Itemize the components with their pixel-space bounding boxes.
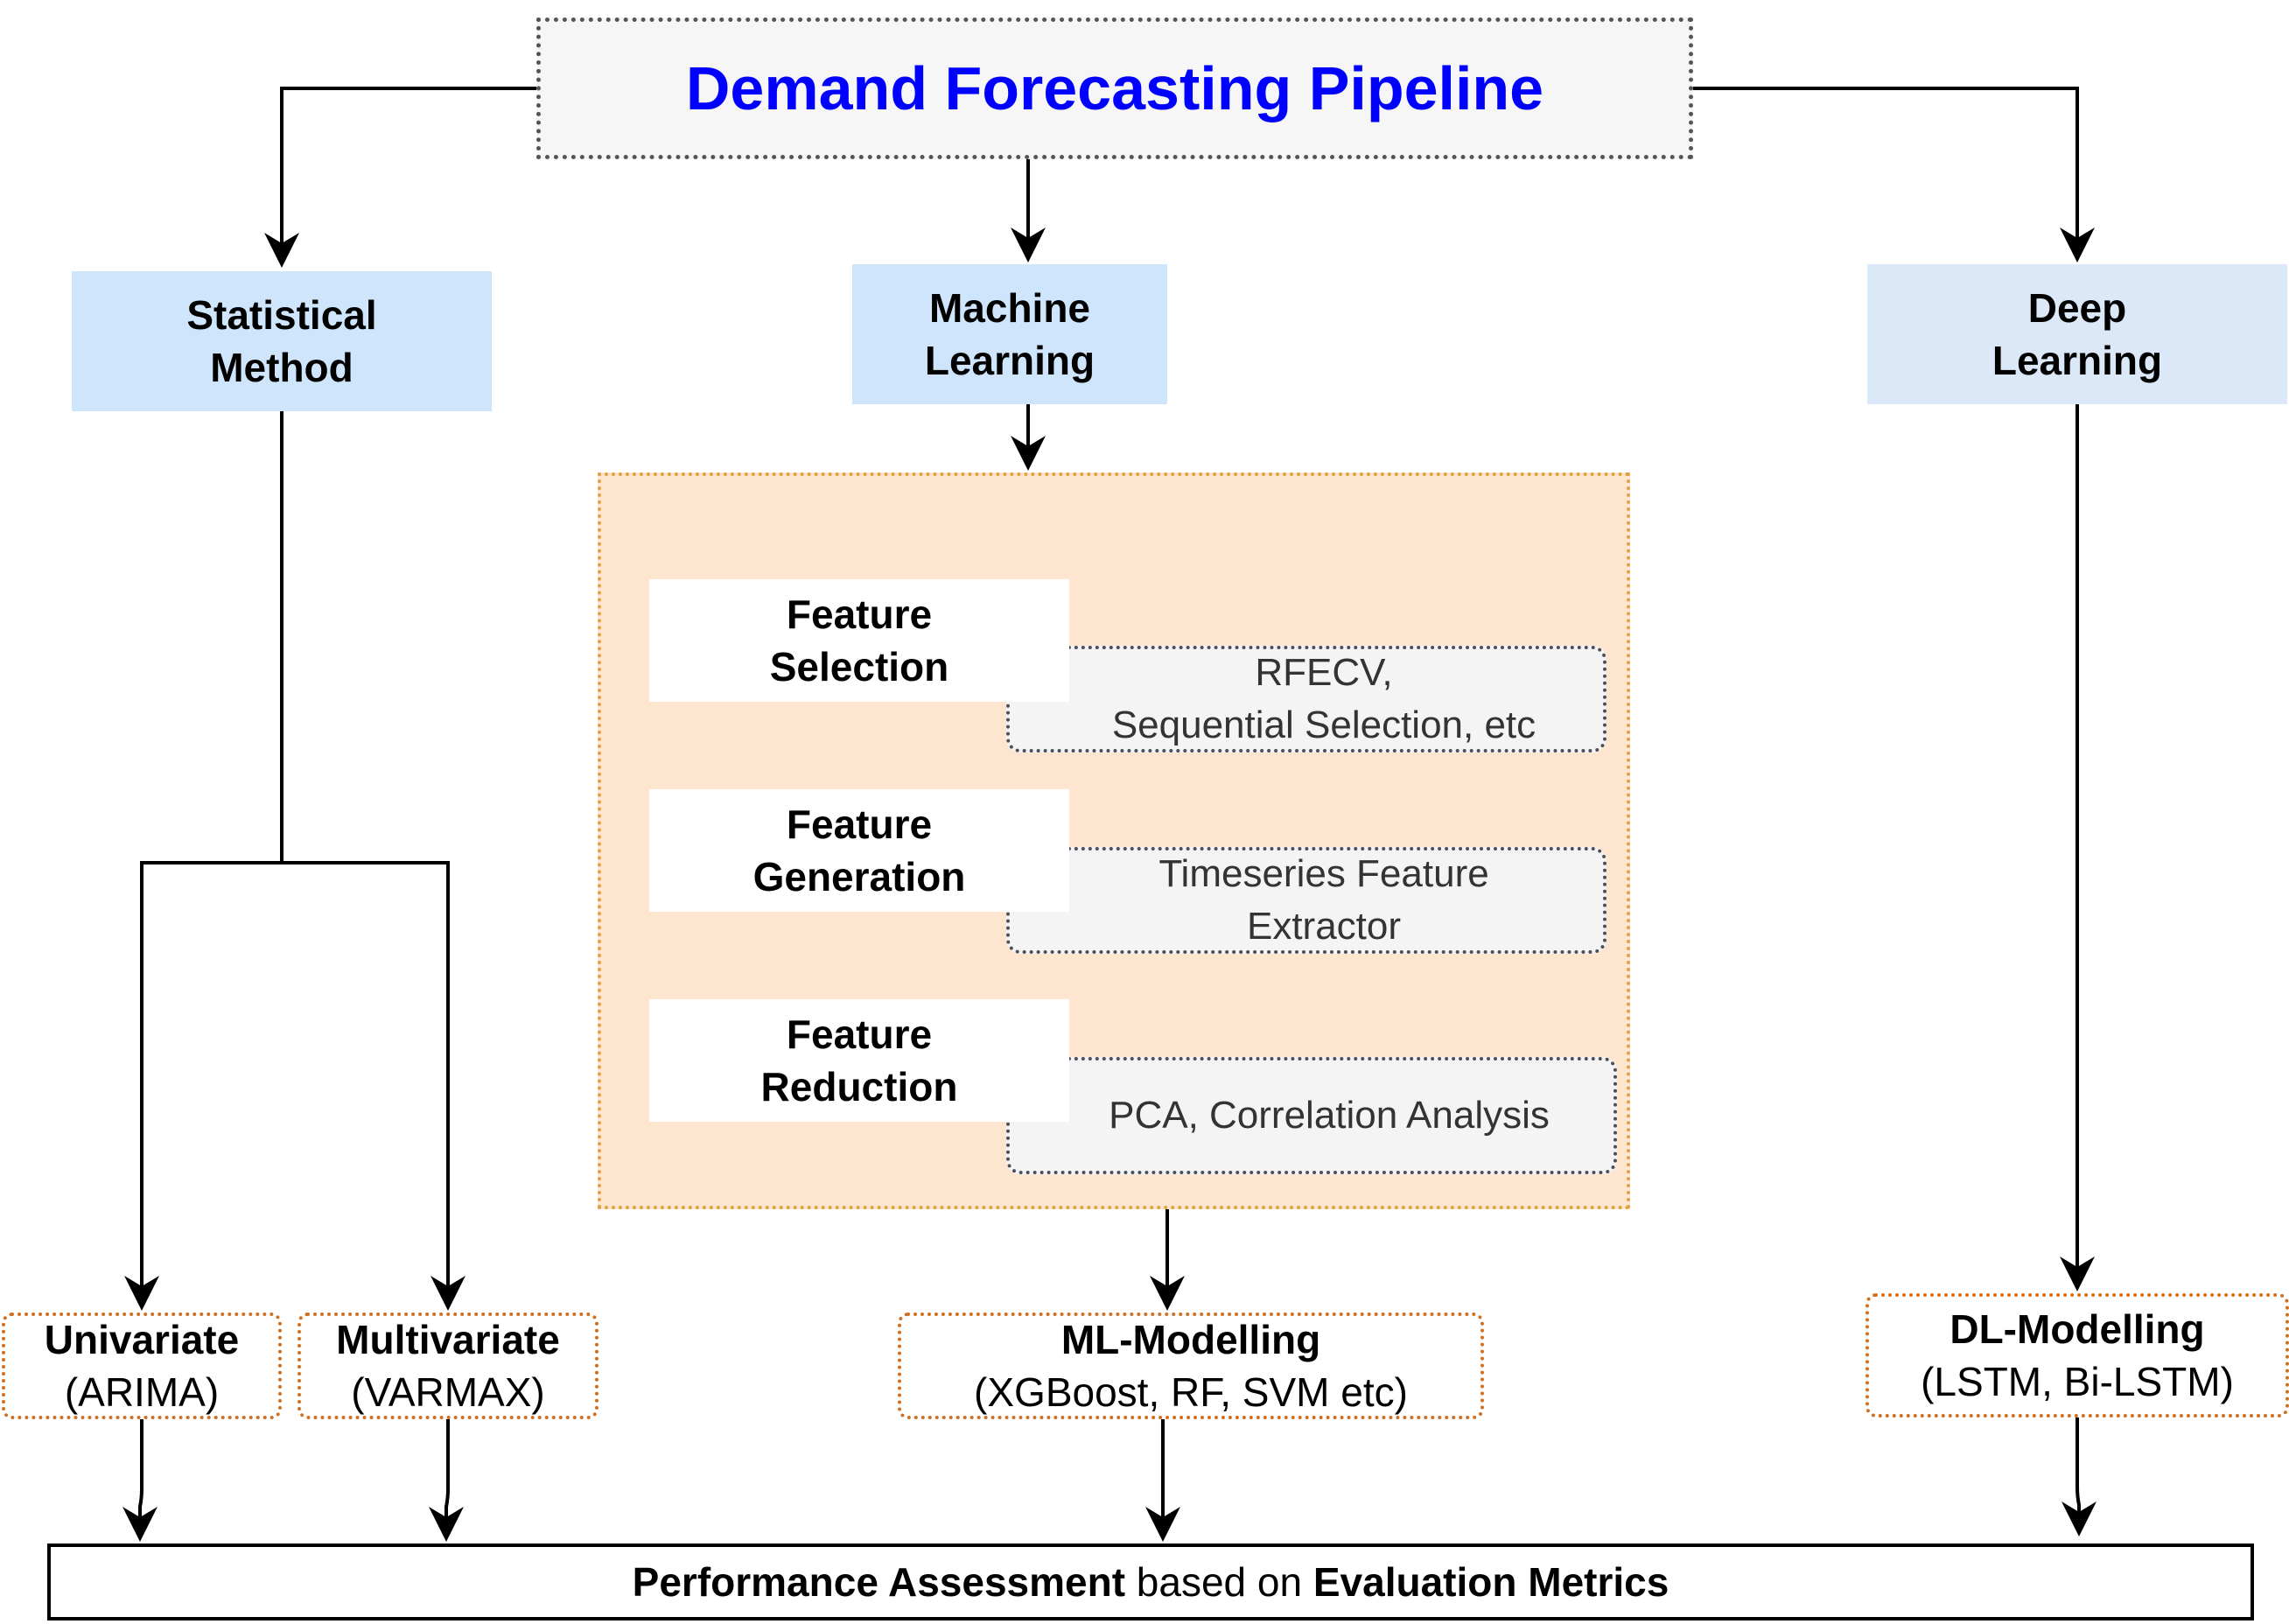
ml-modelling-name: ML-Modelling bbox=[1060, 1317, 1321, 1362]
dl-modelling-detail: (LSTM, Bi-LSTM) bbox=[1921, 1359, 2234, 1404]
dl-modelling-name: DL-Modelling bbox=[1950, 1306, 2205, 1352]
feature-generation-label: Feature Generation bbox=[752, 802, 966, 900]
feature-generation-note: Timeseries Feature Extractor bbox=[1006, 847, 1606, 954]
statistical-method-node: Statistical Method bbox=[72, 271, 492, 411]
feature-selection-note-text: RFECV, Sequential Selection, etc bbox=[1111, 651, 1536, 746]
univariate-name: Univariate bbox=[44, 1317, 240, 1362]
feature-generation-node: Feature Generation bbox=[649, 789, 1069, 912]
edge-univariate-to-assessment bbox=[122, 1419, 158, 1542]
feature-reduction-node: Feature Reduction bbox=[649, 999, 1069, 1122]
feature-selection-node: Feature Selection bbox=[649, 579, 1069, 702]
edge-dl-model-to-assessment bbox=[2062, 1418, 2096, 1536]
feature-reduction-label: Feature Reduction bbox=[760, 1012, 958, 1110]
pipeline-title-box: Demand Forecasting Pipeline bbox=[536, 18, 1693, 159]
multivariate-detail: (VARMAX) bbox=[351, 1369, 545, 1415]
assessment-label-bold-1: Performance Assessment bbox=[632, 1559, 1126, 1605]
univariate-model-node: Univariate (ARIMA) bbox=[2, 1312, 282, 1419]
edge-split-to-univariate bbox=[124, 861, 282, 1311]
deep-learning-node: Deep Learning bbox=[1867, 264, 2287, 404]
deep-learning-label: Deep Learning bbox=[1992, 285, 2163, 383]
dl-modelling-node: DL-Modelling (LSTM, Bi-LSTM) bbox=[1866, 1293, 2289, 1418]
feature-generation-note-text: Timeseries Feature Extractor bbox=[1158, 852, 1489, 948]
edge-title-to-statistical bbox=[264, 87, 536, 268]
machine-learning-node: Machine Learning bbox=[852, 264, 1167, 404]
assessment-label-plain: based on bbox=[1125, 1559, 1313, 1605]
ml-modelling-node: ML-Modelling (XGBoost, RF, SVM etc) bbox=[898, 1312, 1484, 1419]
feature-selection-note: RFECV, Sequential Selection, etc bbox=[1006, 646, 1606, 752]
statistical-method-label: Statistical Method bbox=[186, 292, 377, 390]
pipeline-title: Demand Forecasting Pipeline bbox=[685, 54, 1544, 122]
ml-modelling-detail: (XGBoost, RF, SVM etc) bbox=[974, 1369, 1408, 1415]
multivariate-model-node: Multivariate (VARMAX) bbox=[298, 1312, 598, 1419]
multivariate-name: Multivariate bbox=[336, 1317, 560, 1362]
edge-title-to-dl bbox=[1693, 87, 2095, 262]
edge-multivariate-to-assessment bbox=[429, 1419, 464, 1542]
assessment-label-bold-2: Evaluation Metrics bbox=[1312, 1559, 1670, 1605]
machine-learning-label: Machine Learning bbox=[924, 285, 1096, 383]
univariate-detail: (ARIMA) bbox=[64, 1369, 220, 1415]
performance-assessment-node: Performance Assessment based on Evaluati… bbox=[47, 1544, 2254, 1620]
edge-split-to-multivariate bbox=[282, 861, 466, 1311]
feature-reduction-note-text: PCA, Correlation Analysis bbox=[1109, 1094, 1550, 1137]
feature-reduction-note: PCA, Correlation Analysis bbox=[1006, 1057, 1617, 1174]
feature-selection-label: Feature Selection bbox=[769, 592, 949, 690]
